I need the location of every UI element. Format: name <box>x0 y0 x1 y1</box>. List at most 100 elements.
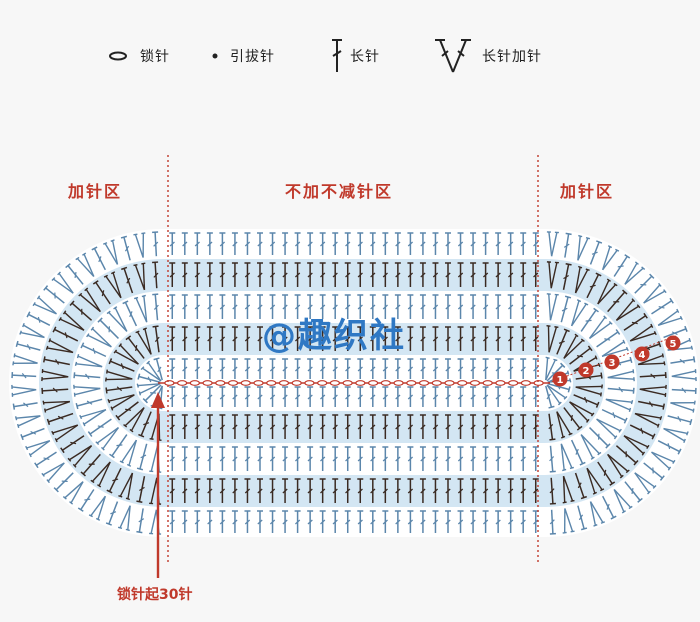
stitch-r4-left-arc-4 <box>106 467 122 494</box>
stitch-r4-left-arc-5 <box>90 461 111 488</box>
chain-stitch-3 <box>189 380 200 386</box>
stitch-r3-right-arc-1 <box>546 293 559 321</box>
stitch-r5-left-arc-19 <box>19 323 45 339</box>
stitch-r4-top-19 <box>394 262 401 287</box>
stitch-r4-right-arc-3 <box>574 265 590 294</box>
stitch-r3-bottom-1 <box>169 446 176 471</box>
stitch-r1-top-7 <box>244 358 251 379</box>
stitch-r5-left-arc-26 <box>91 246 107 271</box>
stitch-r2-top-21 <box>419 326 426 351</box>
stitch-r4-right-arc-21 <box>586 467 605 495</box>
stitch-r4-left-arc-16 <box>52 326 79 342</box>
stitch-r2-right-arc-10 <box>563 407 583 431</box>
stitch-r4-bottom-17 <box>369 478 376 503</box>
stitch-r2-bottom-25 <box>470 414 477 439</box>
stitch-r4-top-5 <box>219 262 226 287</box>
stitch-r2-top-12 <box>307 326 314 351</box>
stitch-r5-right-arc-29 <box>562 508 575 534</box>
stitch-r5-left-arc-29 <box>133 232 146 258</box>
stitch-r3-left-arc-7 <box>79 408 107 427</box>
stitch-r5-right-arc-10 <box>651 297 674 315</box>
stitch-r2-bottom-21 <box>419 414 426 439</box>
stitch-r3-bottom-17 <box>369 446 376 471</box>
stitch-r4-bottom-28 <box>507 478 514 503</box>
stitch-r1-bottom-26 <box>482 386 489 407</box>
stitch-r3-bottom-27 <box>495 446 502 471</box>
stitch-r1-top-15 <box>344 358 351 379</box>
stitch-r3-right-arc-7 <box>601 339 629 358</box>
stitch-r5-top-15 <box>344 232 351 255</box>
stitch-r3-right-arc-17 <box>560 443 575 472</box>
stitch-r5-left-arc-22 <box>43 285 65 304</box>
stitch-r3-bottom-11 <box>294 446 301 471</box>
stitch-r5-left-arc-2 <box>136 508 145 534</box>
stitch-r2-top-24 <box>457 326 464 351</box>
stitch-r1-top-13 <box>319 358 326 379</box>
stitch-r2-top-4 <box>206 326 213 351</box>
stitch-r2-bottom-11 <box>294 414 301 439</box>
stitch-r3-top-22 <box>432 294 439 319</box>
stitch-r4-top-4 <box>206 262 213 287</box>
stitch-r3-bottom-5 <box>219 446 226 471</box>
stitch-r5-left-arc-14 <box>12 402 38 410</box>
stitch-r1-top-22 <box>432 358 439 379</box>
stitch-r3-right-arc-12 <box>601 408 628 424</box>
stitch-r2-bottom-18 <box>382 414 389 439</box>
stitch-r5-bottom-22 <box>432 510 439 533</box>
stitch-r1-bottom-25 <box>470 386 477 407</box>
stitch-r2-top-18 <box>382 326 389 351</box>
stitch-r4-bottom-20 <box>407 478 414 503</box>
round-marker-4-circle <box>634 346 650 362</box>
stitch-r5-bottom-7 <box>244 510 251 533</box>
stitch-r1-top-25 <box>470 358 477 379</box>
chain-stitch-23 <box>444 380 455 386</box>
stitch-r1-bottom-22 <box>432 386 439 407</box>
stitch-r4-bottom-9 <box>269 478 276 503</box>
stitch-r1-bottom-8 <box>257 386 263 407</box>
stitch-r1-bottom-12 <box>307 386 314 407</box>
stitch-r5-bottom-26 <box>482 510 489 533</box>
stitch-r3-top-27 <box>495 294 502 319</box>
stitch-r5-left-arc-23 <box>51 271 74 294</box>
stitch-r1-top-19 <box>394 358 401 379</box>
stitch-r4-left-arc-8 <box>60 435 85 454</box>
stitch-r4-bottom-11 <box>294 478 301 503</box>
stitch-r5-right-arc-27 <box>589 501 605 527</box>
stitch-r3-top-25 <box>470 294 477 319</box>
stitch-r4-left-arc-9 <box>51 424 79 443</box>
stitch-r1-bottom-10 <box>282 386 289 407</box>
stitch-r2-left-arc-12 <box>152 325 160 353</box>
stitch-r3-left-arc-11 <box>74 353 103 368</box>
stitch-r2-bottom-17 <box>369 414 376 439</box>
stitch-r5-right-arc-17 <box>670 400 696 413</box>
stitch-r5-top-28 <box>507 232 514 255</box>
stitch-r2-left-arc-3 <box>123 407 145 433</box>
double-crochet-increase-icon <box>435 39 471 73</box>
stitch-r5-top-9 <box>269 232 276 255</box>
stitch-r4-bottom-8 <box>257 478 263 503</box>
stitch-r4-right-arc-4 <box>586 272 602 299</box>
stitch-r5-right-arc-25 <box>613 489 633 514</box>
stitch-r5-bottom-21 <box>419 510 426 533</box>
stitch-r5-left-arc-8 <box>53 472 74 493</box>
stitch-r2-top-14 <box>332 326 339 351</box>
stitch-r3-bottom-22 <box>432 446 439 471</box>
stitch-r3-bottom-16 <box>357 446 364 471</box>
stitch-r4-left-arc-15 <box>45 338 74 354</box>
stitch-r5-right-arc-3 <box>577 234 591 261</box>
stitch-r5-top-26 <box>482 232 489 255</box>
stitch-r1-bottom-3 <box>194 386 201 407</box>
stitch-r5-right-arc-9 <box>643 282 667 304</box>
stitch-r4-top-12 <box>307 262 314 287</box>
stitch-r1-bottom-29 <box>520 386 527 407</box>
stitch-r5-bottom-27 <box>495 510 502 533</box>
stitch-r1-top-16 <box>357 358 364 379</box>
chain-stitch-10 <box>278 380 290 386</box>
stitch-r1-bottom-21 <box>419 386 426 407</box>
stitch-r5-right-arc-1 <box>546 231 559 257</box>
stitch-r2-bottom-5 <box>219 414 226 439</box>
stitch-r5-top-8 <box>257 232 263 255</box>
stitch-r3-bottom-23 <box>445 446 451 471</box>
stitch-r5-left-arc-11 <box>25 439 51 458</box>
